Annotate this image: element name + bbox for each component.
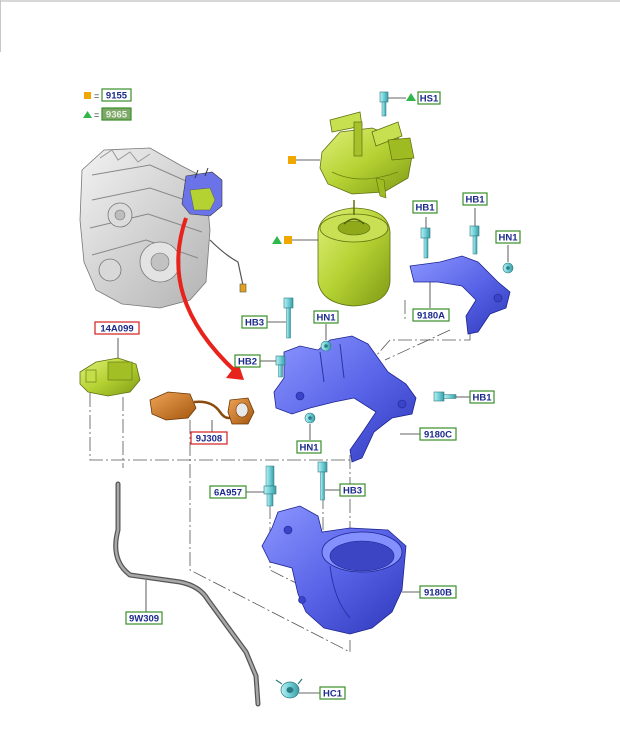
label-hb1-c: HB1 [469, 390, 495, 404]
svg-text:9J308: 9J308 [196, 434, 222, 445]
hn1-b-fastener [320, 340, 332, 352]
left-border [0, 0, 1, 52]
legend-triangle-label: 9365 [101, 107, 132, 121]
engine-block [79, 147, 247, 309]
label-hn1-b: HN1 [313, 310, 339, 324]
bracket-9180c [273, 335, 417, 463]
label-hb1-b: HB1 [462, 192, 488, 206]
svg-text:HN1: HN1 [299, 443, 319, 454]
assembly-lines [89, 300, 471, 653]
hb1-a-fastener [420, 227, 431, 259]
hn1-c-fastener [304, 412, 316, 424]
top-border [0, 0, 620, 2]
hs1-triangle-icon [406, 93, 416, 101]
label-9180c: 9180C [419, 427, 457, 441]
head-torque-square-icon [288, 156, 296, 164]
label-hb3-a: HB3 [241, 315, 268, 329]
hb1-c-fastener [433, 391, 457, 402]
6a957-stud [263, 465, 277, 507]
svg-text:HB1: HB1 [472, 393, 492, 404]
element-triangle-icon [272, 236, 282, 244]
svg-text:9180A: 9180A [417, 311, 445, 322]
svg-text:HN1: HN1 [316, 313, 336, 324]
svg-text:9155: 9155 [106, 91, 128, 102]
svg-text:=: = [94, 91, 99, 101]
svg-text:6A957: 6A957 [214, 488, 242, 499]
hb3-b-fastener [317, 461, 328, 501]
svg-text:HB3: HB3 [343, 486, 362, 497]
svg-text:HS1: HS1 [420, 94, 439, 105]
label-9w309: 9W309 [125, 611, 163, 625]
hc1-clip [275, 678, 303, 699]
bracket-9180a [409, 255, 511, 335]
label-6a957: 6A957 [209, 485, 247, 499]
bracket-9180b [261, 505, 407, 635]
legend-triangle-icon [83, 111, 92, 118]
label-hs1: HS1 [417, 91, 441, 105]
hb2-fastener [275, 355, 286, 378]
svg-text:9W309: 9W309 [129, 614, 159, 625]
legend-square-icon [84, 92, 91, 99]
fuel-filter-element [317, 200, 391, 307]
label-hb2: HB2 [234, 354, 261, 368]
label-9j308: 9J308 [190, 431, 228, 445]
label-hn1-c: HN1 [296, 440, 322, 454]
connector-14a099 [79, 357, 141, 397]
label-14a099: 14A099 [94, 321, 140, 335]
label-9180a: 9180A [412, 308, 450, 322]
hb1-b-fastener [469, 225, 480, 255]
svg-text:9180B: 9180B [424, 588, 452, 599]
label-hb1-a: HB1 [412, 200, 438, 214]
hb3-a-fastener [283, 297, 294, 339]
harness-9j308 [149, 391, 255, 425]
label-hb3-b: HB3 [339, 483, 366, 497]
legend-square-label: 9155 [101, 88, 132, 102]
svg-text:9365: 9365 [106, 110, 128, 121]
hs1-fastener [379, 91, 389, 117]
fuel-filter-head [319, 111, 415, 199]
label-hc1: HC1 [319, 686, 346, 700]
svg-text:HB2: HB2 [238, 357, 257, 368]
svg-text:HN1: HN1 [498, 233, 518, 244]
legend: = 9155 = 9365 [83, 88, 132, 121]
label-9180b: 9180B [419, 585, 457, 599]
svg-text:HB1: HB1 [465, 195, 485, 206]
element-square-icon [284, 236, 292, 244]
svg-text:HB3: HB3 [245, 318, 264, 329]
svg-text:=: = [94, 110, 99, 120]
svg-text:9180C: 9180C [424, 430, 452, 441]
svg-text:HC1: HC1 [323, 689, 343, 700]
label-hn1-a: HN1 [495, 230, 521, 244]
hn1-a-fastener [502, 262, 514, 274]
pipe-9w309 [113, 481, 261, 707]
svg-text:14A099: 14A099 [100, 324, 133, 335]
svg-text:HB1: HB1 [415, 203, 435, 214]
